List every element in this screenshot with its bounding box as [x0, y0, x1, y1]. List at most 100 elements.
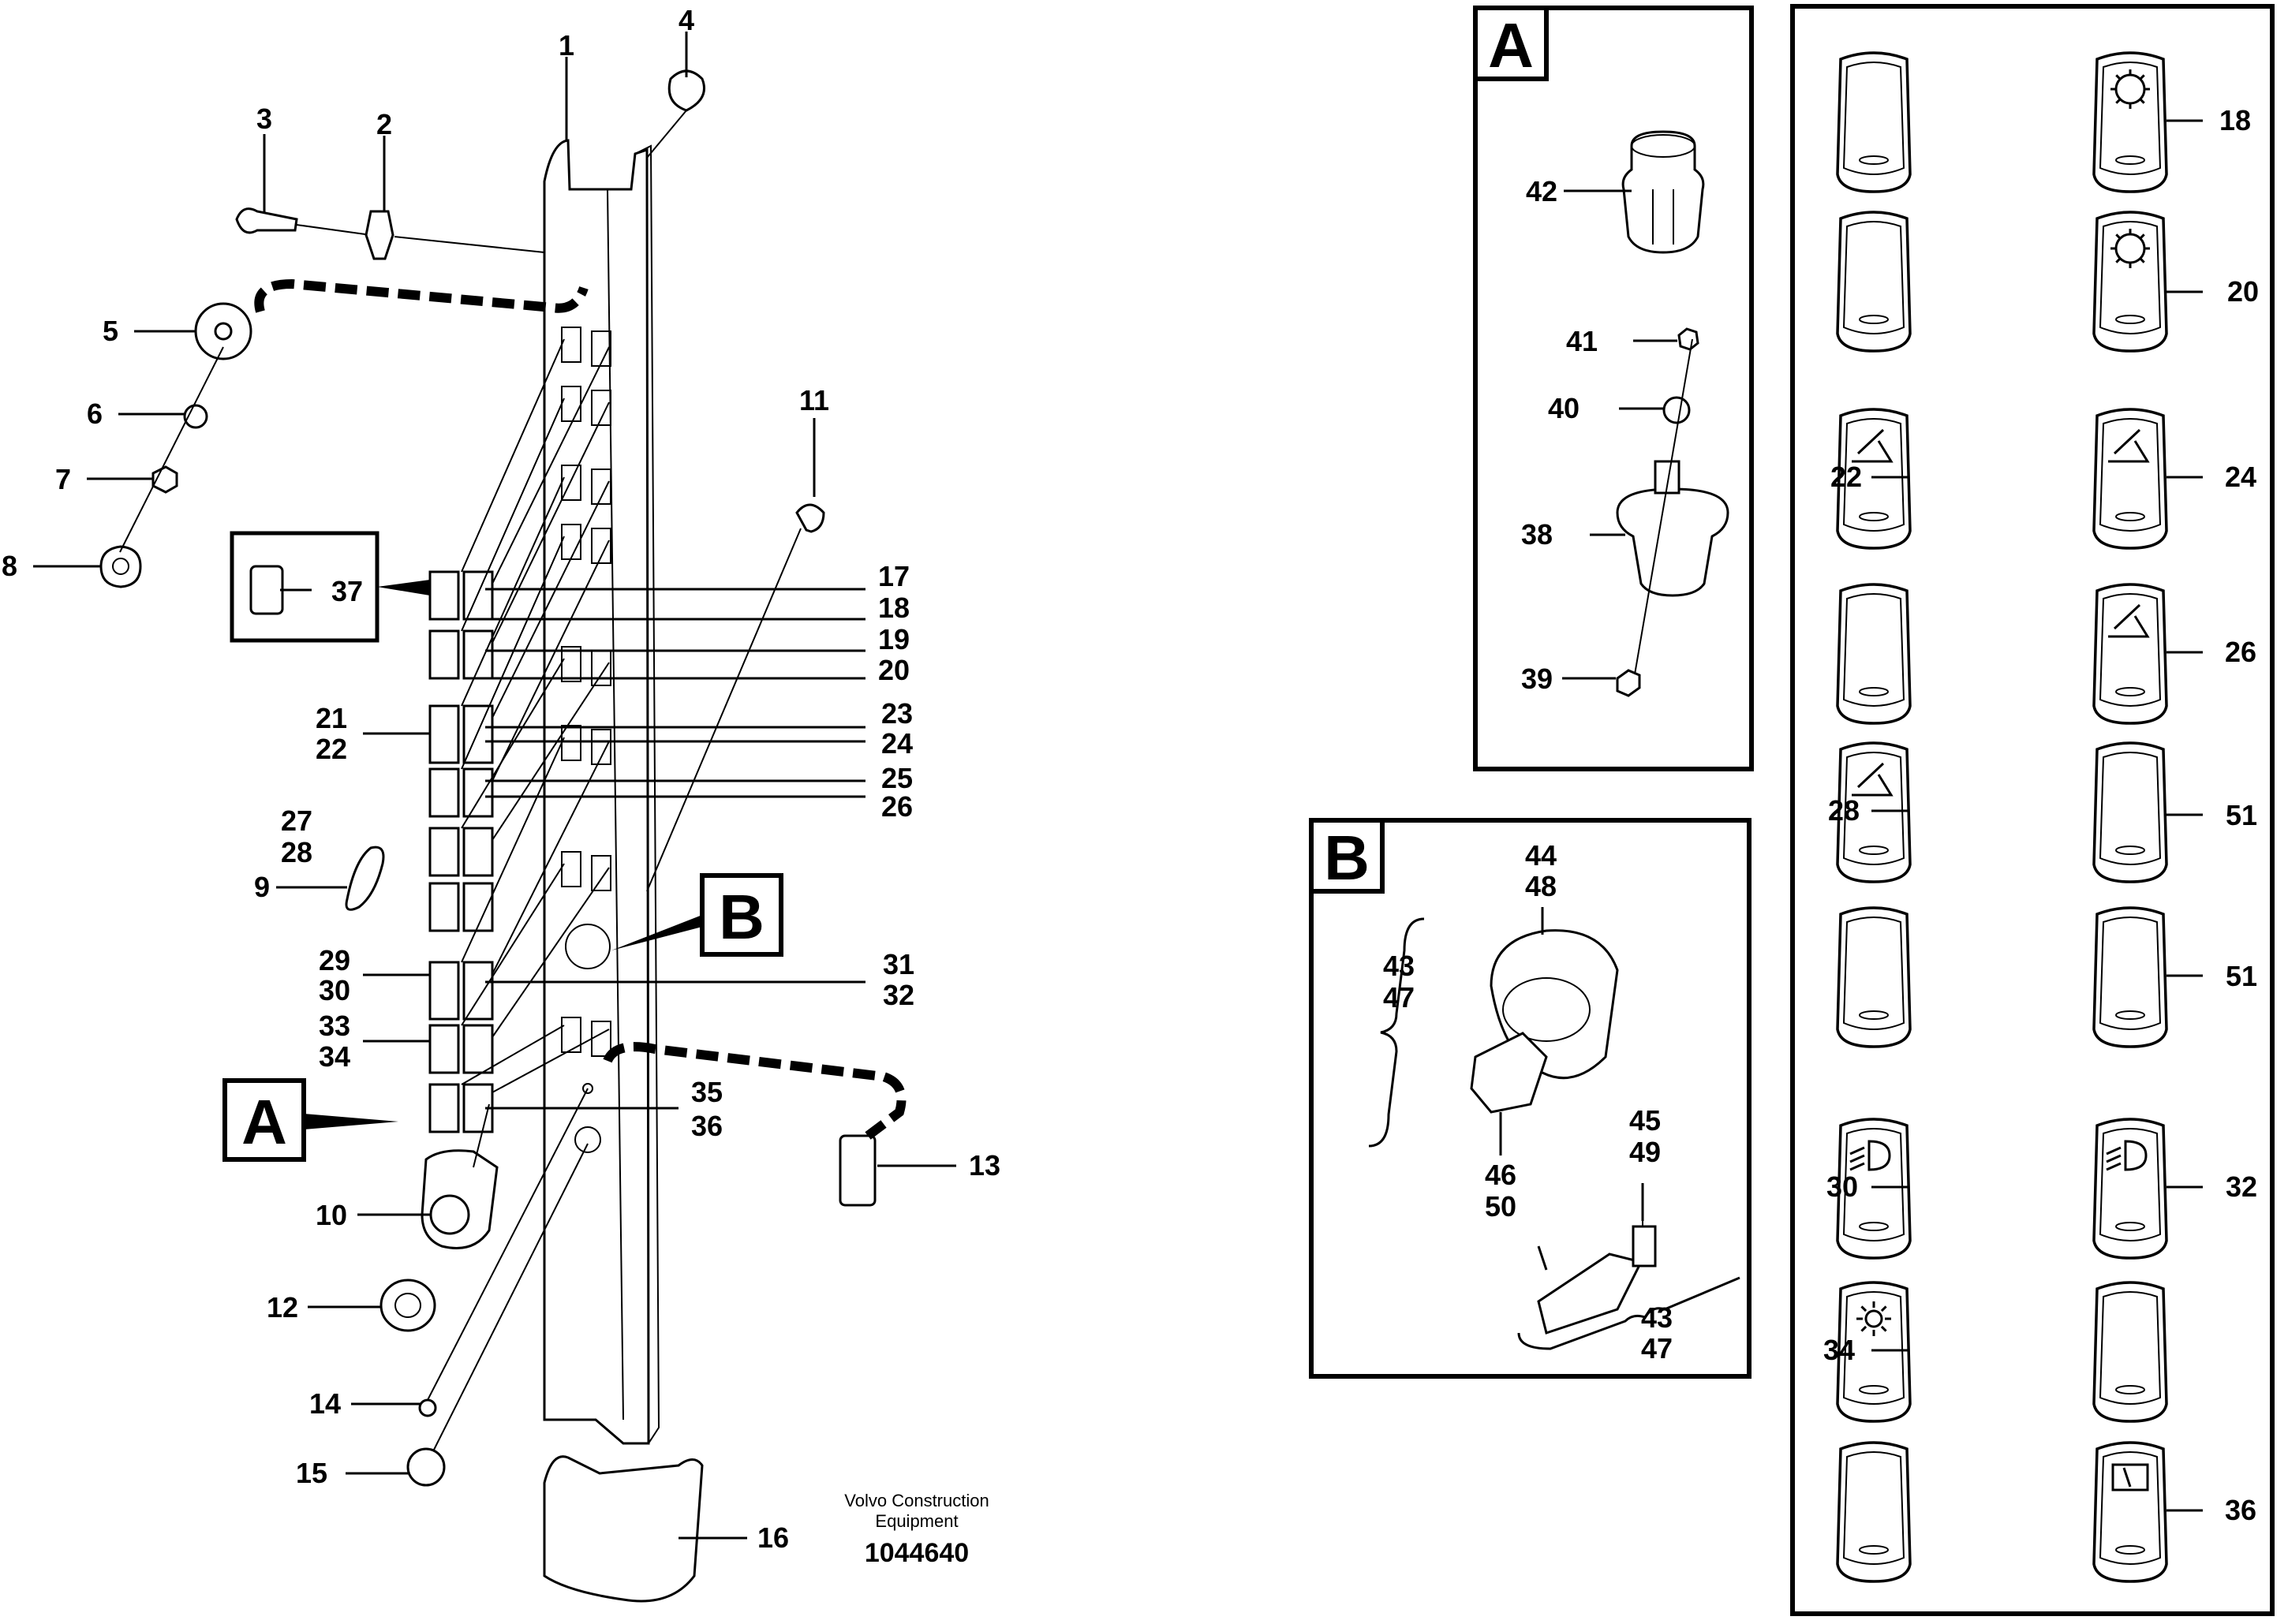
footer-company-2: Equipment — [875, 1511, 958, 1531]
indicator-led — [2115, 1010, 2145, 1020]
indicator-led — [2115, 315, 2145, 324]
label-10: 10 — [316, 1199, 347, 1231]
indicator-led — [1859, 1545, 1889, 1555]
indicator-led — [1859, 1010, 1889, 1020]
rocker-switch — [2092, 741, 2168, 883]
light-icon — [2106, 1140, 2148, 1171]
label-p32: 32 — [2226, 1170, 2257, 1203]
label-24: 24 — [881, 727, 913, 760]
gear-icon — [2110, 69, 2150, 109]
rocker-switch — [1836, 583, 1912, 725]
label-39: 39 — [1521, 663, 1553, 695]
rocker-switch — [1836, 1118, 1912, 1260]
bucket-icon — [1852, 762, 1894, 797]
label-11: 11 — [799, 384, 829, 416]
label-p36: 36 — [2225, 1494, 2256, 1526]
label-43b: 43 — [1641, 1301, 1673, 1334]
light-icon — [1849, 1140, 1891, 1171]
label-18: 18 — [878, 592, 910, 624]
label-8: 8 — [2, 550, 17, 582]
detail-box-b: B 44 48 43 47 45 49 46 50 43 47 — [1309, 818, 1752, 1379]
label-47b: 47 — [1641, 1332, 1673, 1365]
label-28: 28 — [281, 836, 312, 868]
footer: Volvo Construction Equipment 1044640 — [844, 1491, 989, 1568]
indicator-led — [1859, 1222, 1889, 1231]
bucket-icon — [2108, 603, 2150, 638]
rocker-switch — [2092, 1441, 2168, 1583]
label-23: 23 — [881, 697, 913, 730]
label-41: 41 — [1566, 325, 1598, 357]
indicator-led — [1859, 1385, 1889, 1394]
rocker-switch — [1836, 741, 1912, 883]
gear-icon — [2110, 229, 2150, 268]
rocker-switch — [2092, 408, 2168, 550]
label-p51b: 51 — [2226, 960, 2257, 992]
rocker-switch — [2092, 906, 2168, 1048]
label-26: 26 — [881, 790, 913, 823]
pillar-assembly — [99, 69, 907, 1603]
footer-number: 1044640 — [865, 1538, 969, 1568]
label-30: 30 — [319, 974, 350, 1006]
label-35: 35 — [691, 1076, 723, 1108]
rocker-switch — [1836, 1281, 1912, 1423]
label-32: 32 — [883, 979, 914, 1011]
sun-icon — [1856, 1301, 1891, 1336]
label-25: 25 — [881, 762, 913, 794]
label-37: 37 — [331, 575, 363, 607]
label-44: 44 — [1525, 839, 1557, 872]
label-9: 9 — [254, 871, 270, 903]
detail-box-a: A 42 41 40 38 39 — [1473, 6, 1754, 771]
rocker-switch — [2092, 583, 2168, 725]
label-p34: 34 — [1823, 1334, 1855, 1366]
label-p20: 20 — [2227, 275, 2259, 308]
svg-text:A: A — [241, 1087, 287, 1157]
indicator-led — [1859, 155, 1889, 165]
label-48: 48 — [1525, 870, 1557, 902]
label-p22: 22 — [1830, 461, 1862, 493]
label-5: 5 — [103, 315, 118, 347]
label-4: 4 — [679, 4, 694, 36]
label-p28: 28 — [1828, 794, 1860, 827]
label-17: 17 — [878, 560, 910, 592]
rocker-switch — [2092, 211, 2168, 353]
svg-text:B: B — [719, 882, 765, 952]
rocker-switch — [1836, 51, 1912, 193]
label-19: 19 — [878, 623, 910, 655]
label-2: 2 — [376, 108, 392, 140]
rocker-switch — [1836, 211, 1912, 353]
indicator-led — [2115, 1385, 2145, 1394]
label-p24: 24 — [2225, 461, 2256, 493]
label-50: 50 — [1485, 1190, 1516, 1223]
label-21: 21 — [316, 702, 347, 734]
indicator-led — [2115, 846, 2145, 855]
box-b-title: B — [1324, 823, 1370, 893]
label-p51: 51 — [2226, 799, 2257, 831]
indicator-led — [1859, 315, 1889, 324]
rocker-switch — [1836, 906, 1912, 1048]
indicator-led — [1859, 687, 1889, 696]
rocker-switch — [1836, 1441, 1912, 1583]
label-40: 40 — [1548, 392, 1580, 424]
label-12: 12 — [267, 1291, 298, 1323]
callout-b: B — [611, 873, 783, 957]
label-42: 42 — [1526, 175, 1557, 207]
label-p18: 18 — [2219, 104, 2251, 136]
label-47: 47 — [1383, 981, 1415, 1014]
label-3: 3 — [256, 103, 272, 135]
bucket-icon — [2108, 428, 2150, 463]
indicator-led — [2115, 512, 2145, 521]
label-34: 34 — [319, 1040, 350, 1073]
label-7: 7 — [55, 463, 71, 495]
rocker-switch — [2092, 1281, 2168, 1423]
label-46: 46 — [1485, 1159, 1516, 1191]
label-33: 33 — [319, 1010, 350, 1042]
footer-company: Volvo Construction — [844, 1491, 989, 1510]
callout-a: A — [222, 1078, 398, 1162]
rocker-switch — [2092, 1118, 2168, 1260]
indicator-led — [2115, 687, 2145, 696]
label-27: 27 — [281, 805, 312, 837]
label-49: 49 — [1629, 1136, 1661, 1168]
indicator-led — [2115, 1222, 2145, 1231]
switch-panel: 18 20 22 24 26 28 51 51 30 32 34 36 — [1790, 4, 2275, 1616]
